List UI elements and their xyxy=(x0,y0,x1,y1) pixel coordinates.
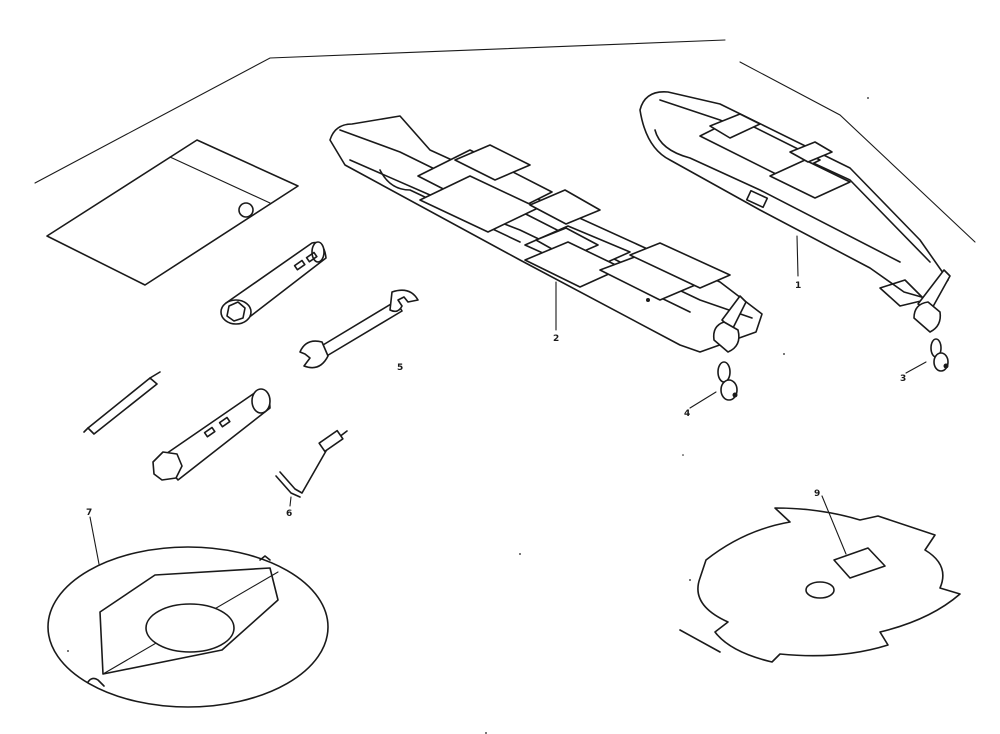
guard-assembly-1 xyxy=(639,91,951,372)
callout-2: 2 xyxy=(553,334,559,344)
callout-1: 1 xyxy=(795,281,801,291)
screwdriver xyxy=(83,371,161,435)
allen-key xyxy=(275,429,348,507)
leader-4 xyxy=(689,391,717,409)
leader-7 xyxy=(89,516,100,565)
open-end-wrench xyxy=(299,289,419,369)
leader-3 xyxy=(905,361,927,374)
leader-9 xyxy=(821,495,847,555)
callout-5: 5 xyxy=(397,363,403,373)
leader-1 xyxy=(796,235,799,277)
box-wrench xyxy=(220,241,327,325)
socket-wrench xyxy=(152,388,271,481)
shield-plate-7 xyxy=(47,546,329,708)
callout-3: 3 xyxy=(900,374,906,384)
callout-4: 4 xyxy=(684,409,690,419)
instruction-manual xyxy=(46,139,299,286)
callout-7: 7 xyxy=(86,508,92,518)
guard-assembly-2 xyxy=(329,115,763,401)
blade-9 xyxy=(679,507,961,663)
callout-9: 9 xyxy=(814,489,820,499)
background-board xyxy=(34,39,976,734)
callout-6: 6 xyxy=(286,509,292,519)
scan-specks xyxy=(67,353,785,652)
